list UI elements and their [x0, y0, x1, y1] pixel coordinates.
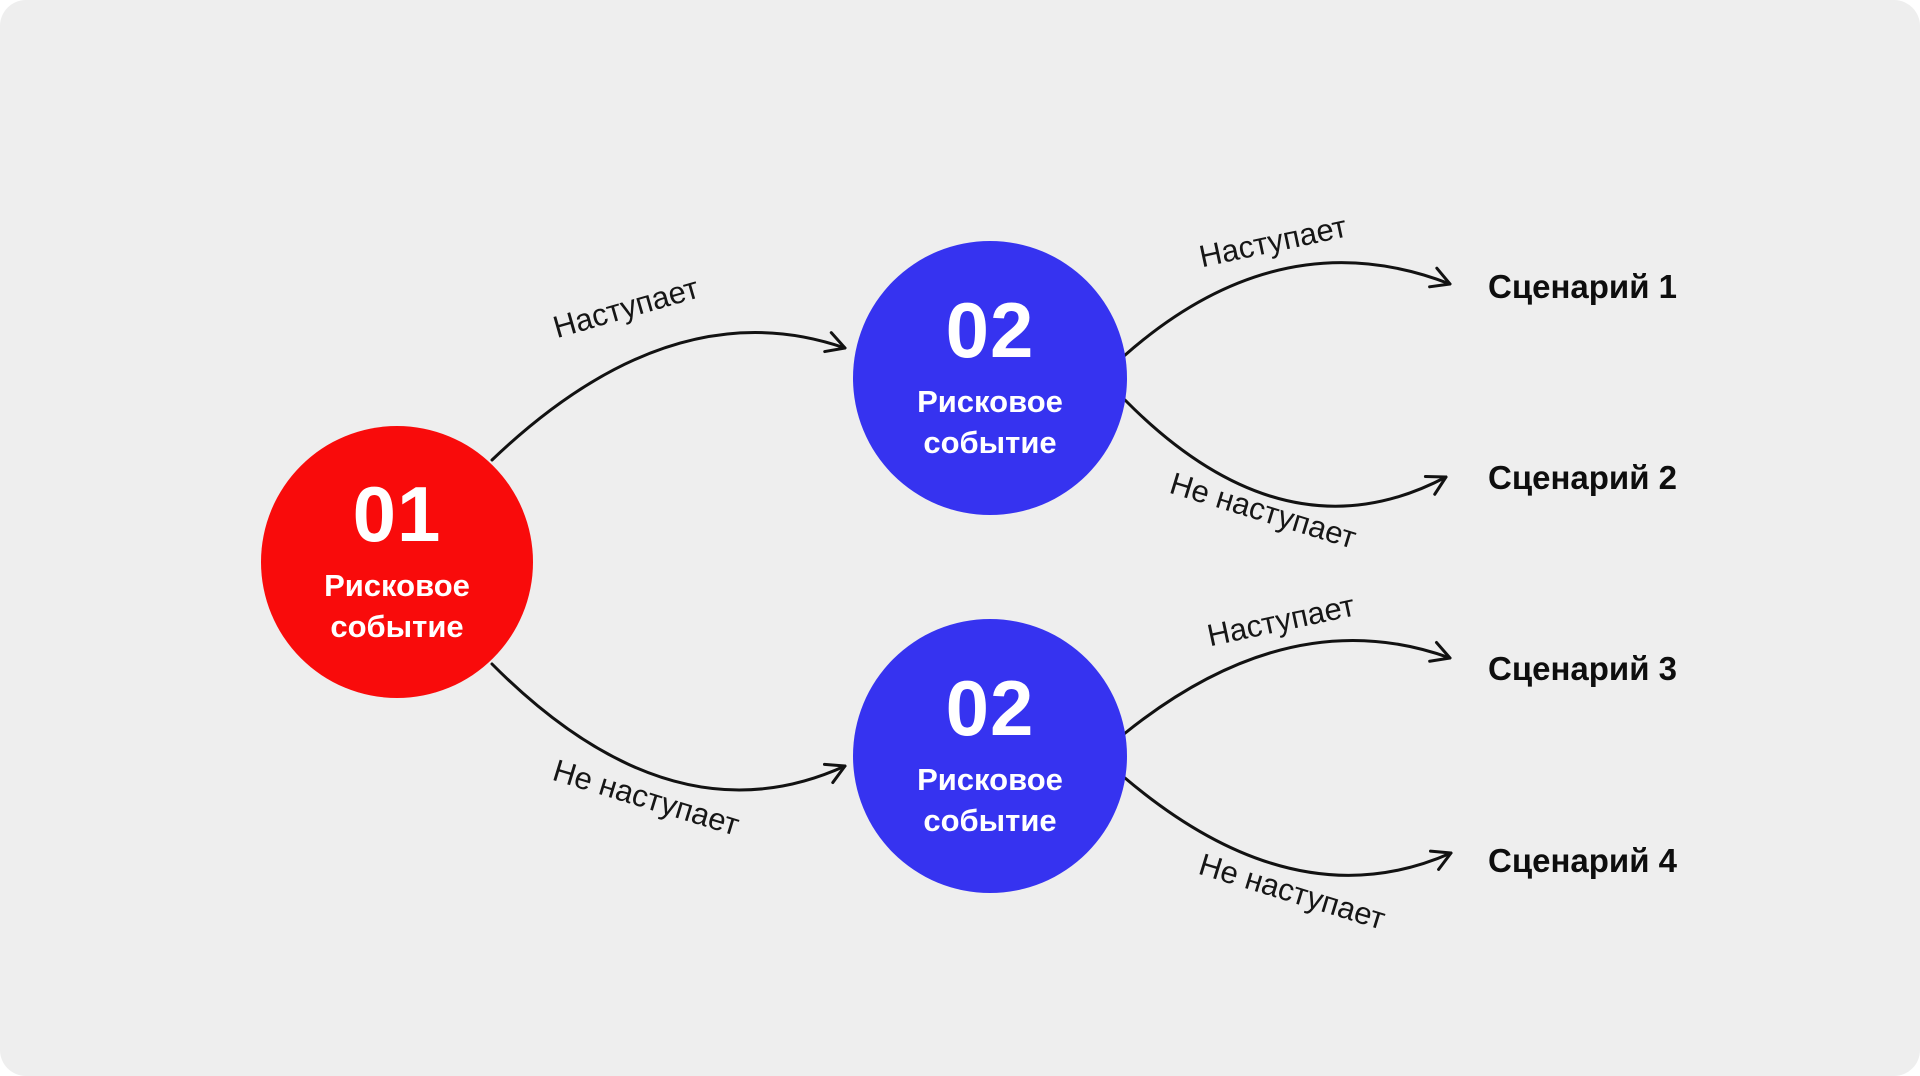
edge-arrow-02-bottom-occurs-to-scenario-3: [1122, 638, 1452, 736]
edge-arrow-01-occurs-to-02-top: [490, 331, 847, 462]
scenario-1-label: Сценарий 1: [1488, 268, 1678, 305]
node-label: Рисковое событие: [324, 568, 470, 644]
scenario-4-label: Сценарий 4: [1488, 842, 1678, 879]
edge-arrow-02-bottom-not-occurs-to-scenario-4: [1123, 776, 1453, 877]
scenario-3-label: Сценарий 3: [1488, 650, 1678, 687]
node-number: 02: [945, 664, 1035, 753]
scenario-2-label: Сценарий 2: [1488, 459, 1678, 496]
node-number: 01: [352, 470, 442, 559]
node-label: Рисковое событие: [917, 384, 1063, 460]
node-risk-event-02-bottom: 02 Рисковое событие: [853, 619, 1127, 893]
node-risk-event-01: 01 Рисковое событие: [261, 426, 533, 698]
node-risk-event-02-top: 02 Рисковое событие: [853, 241, 1127, 515]
node-number: 02: [945, 286, 1035, 375]
edge-arrow-02-top-occurs-to-scenario-1: [1122, 261, 1452, 358]
edge-arrow-01-not-occurs-to-02-bottom: [490, 662, 847, 792]
edge-arrow-02-top-not-occurs-to-scenario-2: [1123, 398, 1448, 508]
node-label: Рисковое событие: [917, 762, 1063, 838]
